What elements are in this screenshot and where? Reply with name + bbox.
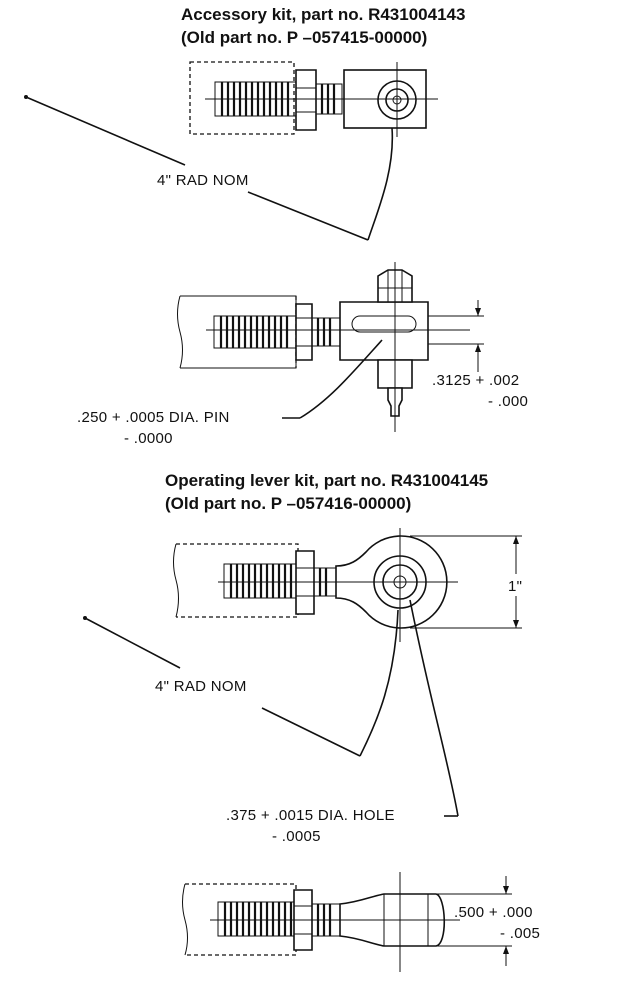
lever-rod-end-top-view bbox=[173, 528, 522, 642]
socket-outline-dashed bbox=[189, 61, 295, 135]
kit1-pin-label-1: .250 + .0005 DIA. PIN bbox=[77, 409, 230, 426]
radius-indicator-2 bbox=[83, 599, 459, 817]
kit2-hole-label-2: - .0005 bbox=[272, 828, 321, 845]
kit2-radius-label: 4" RAD NOM bbox=[155, 678, 247, 695]
hex-nut bbox=[295, 69, 317, 131]
hex-nut-side bbox=[295, 303, 313, 361]
kit1-dim-label-2: - .000 bbox=[488, 393, 528, 410]
radius-indicator-1 bbox=[24, 95, 394, 241]
accessory-rod-end-top-view bbox=[189, 61, 438, 137]
kit1-radius-label: 4" RAD NOM bbox=[157, 172, 249, 189]
kit1-old-part: (Old part no. P –057415-00000) bbox=[181, 28, 427, 47]
kit2-hole-label-1: .375 + .0015 DIA. HOLE bbox=[226, 807, 395, 824]
kit1-title: Accessory kit, part no. R431004143 bbox=[181, 5, 465, 24]
accessory-rod-end-side-view bbox=[177, 262, 484, 432]
kit2-old-part: (Old part no. P –057416-00000) bbox=[165, 494, 411, 513]
kit1-pin-label-2: - .0000 bbox=[124, 430, 173, 447]
kit1-dim-label-1: .3125 + .002 bbox=[432, 372, 519, 389]
kit2-height-label: 1" bbox=[508, 578, 522, 595]
kit2-dim-label-2: - .005 bbox=[500, 925, 540, 942]
kit2-dim-label-1: .500 + .000 bbox=[454, 904, 533, 921]
kit2-title: Operating lever kit, part no. R431004145 bbox=[165, 471, 488, 490]
clevis-side bbox=[339, 301, 429, 361]
lever-rod-end-side-view bbox=[182, 872, 512, 972]
